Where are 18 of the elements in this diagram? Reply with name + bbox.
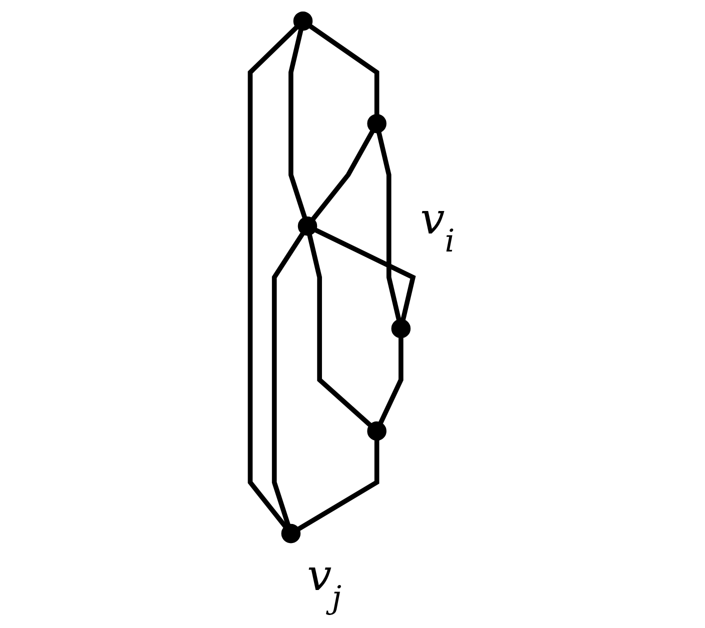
edge-line [272,232,305,526]
vertex-label: v$_{j}$ [307,551,342,616]
edge-line [288,29,307,218]
vertex-label: v$_{i}$ [420,194,455,260]
vertex-dot [391,318,411,338]
vertex-dot [293,11,313,31]
edge-line [309,24,380,115]
vertex-dot [367,421,386,441]
edge-line [248,26,298,528]
edge-line [376,132,402,320]
vertex-dot [367,114,386,134]
edge-line [307,234,372,427]
vertex-dot [298,216,318,236]
edge-line [314,228,416,320]
vertex-dot [281,524,301,544]
edge-line [297,440,380,531]
edge-line [311,130,375,220]
edge-line [378,338,404,424]
